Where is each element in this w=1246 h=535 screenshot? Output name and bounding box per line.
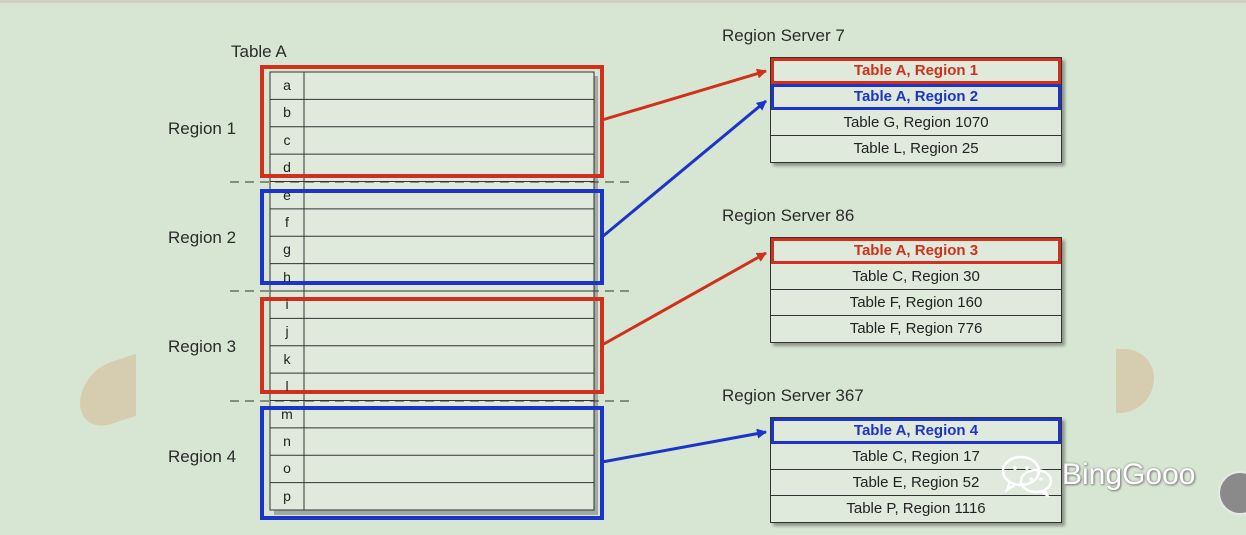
wechat-icon	[1001, 455, 1053, 497]
server-86-title: Region Server 86	[722, 206, 855, 225]
server-7-row: Table A, Region 2	[771, 84, 1061, 110]
arrow-region-2	[601, 99, 767, 239]
region-3-outline	[260, 297, 604, 394]
server-86-row: Table A, Region 3	[771, 238, 1061, 264]
server-86-row: Table F, Region 776	[849, 320, 983, 337]
table-row-key: b	[283, 104, 291, 121]
table-row-key: d	[283, 159, 291, 176]
server-367-row: Table E, Region 52	[771, 470, 1061, 496]
server-7-row: Table L, Region 25	[853, 140, 979, 157]
table-row-key: h	[283, 268, 291, 285]
table-row-key: e	[283, 186, 291, 203]
server-367-row: Table C, Region 17	[771, 444, 1061, 470]
watermark-text: BingGooo	[1062, 458, 1196, 491]
server-7-row: Table G, Region 1070	[771, 110, 1061, 136]
watermark: BingGooo	[1000, 450, 1195, 500]
region-1-outline	[260, 65, 604, 178]
table-row-key: m	[281, 405, 293, 422]
arrow-region-1	[601, 68, 767, 122]
table-row-key: g	[283, 241, 291, 258]
server-86-row: Table F, Region 160	[771, 290, 1061, 316]
table-row-key: i	[285, 296, 289, 312]
region-2-label: Region 2	[168, 228, 237, 247]
table-row-key: o	[283, 460, 291, 477]
server-7-title: Region Server 7	[722, 26, 845, 45]
server-7-row: Table A, Region 1	[771, 58, 1061, 84]
table-row-key: p	[283, 487, 291, 504]
region-4-label: Region 4	[168, 447, 237, 466]
table-row-key: l	[285, 378, 289, 395]
arrow-region-4	[601, 428, 767, 464]
table-row-key: k	[283, 350, 291, 367]
table-row-key: f	[285, 213, 289, 230]
server-367-title: Region Server 367	[722, 386, 864, 405]
region-4-outline	[260, 406, 604, 520]
server-367-box: Table A, Region 4 Table C, Region 17 Tab…	[770, 417, 1062, 523]
server-367-row: Table A, Region 4	[771, 418, 1061, 444]
table-row-key: n	[283, 432, 291, 449]
server-367-row: Table P, Region 1116	[846, 500, 986, 517]
region-3-label: Region 3	[168, 337, 237, 356]
table-row-key: j	[285, 323, 289, 340]
server-86-row: Table C, Region 30	[771, 264, 1061, 290]
table-row-key: a	[283, 77, 291, 93]
server-86-box: Table A, Region 3 Table C, Region 30 Tab…	[770, 237, 1062, 343]
server-7-box: Table A, Region 1 Table A, Region 2 Tabl…	[770, 57, 1062, 163]
arrow-region-3	[601, 251, 767, 347]
table-title: Table A	[231, 42, 287, 61]
table-row-key: c	[283, 131, 291, 148]
top-border	[0, 0, 1246, 3]
region-1-label: Region 1	[168, 119, 237, 138]
